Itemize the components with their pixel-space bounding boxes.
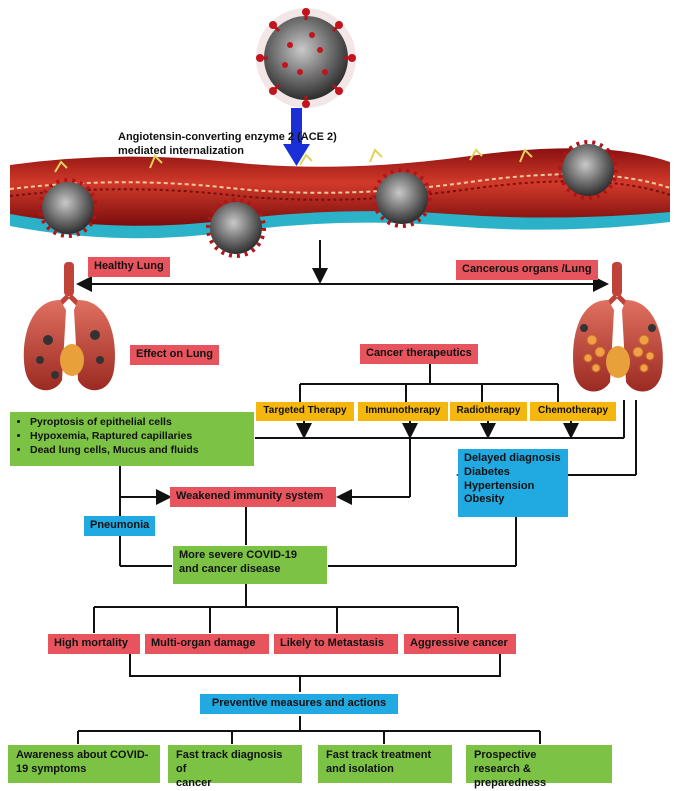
- risk-factor-item: Diabetes: [464, 465, 510, 478]
- healthy-lung-label: Healthy Lung: [88, 257, 170, 277]
- virus-icon: [372, 168, 432, 228]
- lung-effect-item: Pyroptosis of epithelial cells: [30, 416, 248, 429]
- action-line: Prospective: [474, 749, 537, 761]
- lung-effect-item: Dead lung cells, Mucus and fluids: [30, 444, 248, 457]
- action-line: research & preparedness: [474, 762, 547, 789]
- outcome-high-mortality: High mortality: [48, 634, 140, 654]
- ace2-caption: Angiotensin-converting enzyme 2 (ACE 2) …: [118, 130, 337, 159]
- effect-on-lung-label: Effect on Lung: [130, 345, 219, 365]
- action-line: Awareness about COVID-: [16, 749, 149, 761]
- pneumonia-label: Pneumonia: [84, 516, 156, 536]
- lung-effect-item: Hypoxemia, Raptured capillaries: [30, 430, 248, 443]
- cancerous-lung-label: Cancerous organs /Lung: [456, 260, 598, 280]
- severe-line: and cancer disease: [179, 562, 281, 575]
- virus-icon: [558, 140, 618, 200]
- cell-membrane-icon: [9, 148, 671, 239]
- action-line: Fast track diagnosis of: [176, 749, 283, 775]
- risk-factor-item: Delayed diagnosis: [464, 452, 561, 464]
- cancerous-lung-icon: [573, 262, 663, 392]
- weakened-immunity-label: Weakened immunity system: [170, 487, 336, 507]
- therapy-radio: Radiotherapy: [450, 402, 527, 421]
- caption-line: Angiotensin-converting enzyme 2 (ACE 2): [118, 131, 337, 143]
- risk-factors-box: Delayed diagnosis Diabetes Hypertension …: [458, 449, 568, 517]
- action-line: Fast track treatment: [326, 749, 432, 761]
- action-research: Prospective research & preparedness: [466, 745, 612, 789]
- action-line: 19 symptoms: [16, 762, 87, 775]
- caption-line: mediated internalization: [118, 145, 244, 158]
- outcome-multi-organ: Multi-organ damage: [145, 634, 269, 654]
- severe-line: More severe COVID-19: [179, 549, 297, 561]
- outcome-metastasis: Likely to Metastasis: [274, 634, 398, 654]
- outcome-aggressive: Aggressive cancer: [404, 634, 516, 654]
- risk-factor-item: Obesity: [464, 493, 505, 506]
- therapy-immuno: Immunotherapy: [358, 402, 448, 421]
- action-line: cancer: [176, 776, 212, 789]
- preventive-label: Preventive measures and actions: [200, 694, 398, 714]
- flow-lines: [77, 364, 637, 744]
- healthy-lung-icon: [23, 262, 115, 391]
- action-treatment: Fast track treatment and isolation: [318, 745, 452, 783]
- more-severe-box: More severe COVID-19 and cancer disease: [173, 546, 327, 584]
- action-awareness: Awareness about COVID- 19 symptoms: [8, 745, 160, 783]
- virus-icon: [38, 178, 98, 238]
- cancer-therapeutics-label: Cancer therapeutics: [360, 344, 478, 364]
- action-diagnosis: Fast track diagnosis of cancer: [168, 745, 302, 789]
- blue-arrow-icon: [283, 108, 310, 166]
- action-line: and isolation: [326, 762, 394, 775]
- lung-effects-box: Pyroptosis of epithelial cells Hypoxemia…: [10, 412, 254, 466]
- therapy-targeted: Targeted Therapy: [256, 402, 354, 421]
- therapy-chemo: Chemotherapy: [530, 402, 616, 421]
- virus-icon: [206, 198, 266, 258]
- connector-lines: [76, 240, 609, 292]
- virus-icon: [256, 8, 356, 108]
- risk-factor-item: Hypertension: [464, 479, 535, 492]
